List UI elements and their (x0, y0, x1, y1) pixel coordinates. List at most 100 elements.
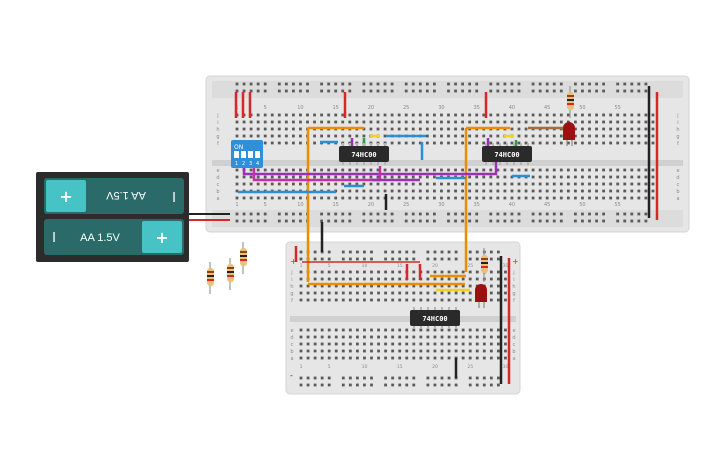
terminal-hole[interactable] (270, 182, 274, 186)
terminal-hole[interactable] (440, 120, 443, 124)
terminal-hole[interactable] (405, 298, 409, 302)
terminal-hole[interactable] (651, 127, 655, 131)
terminal-hole[interactable] (334, 291, 338, 295)
rail-hole[interactable] (496, 219, 500, 223)
terminal-hole[interactable] (504, 291, 507, 295)
terminal-hole[interactable] (362, 175, 366, 179)
terminal-hole[interactable] (433, 328, 437, 332)
terminal-hole[interactable] (602, 141, 605, 145)
terminal-hole[interactable] (249, 168, 253, 172)
terminal-hole[interactable] (363, 298, 366, 302)
terminal-hole[interactable] (418, 182, 422, 186)
terminal-hole[interactable] (595, 189, 598, 193)
terminal-hole[interactable] (341, 120, 345, 124)
terminal-hole[interactable] (405, 284, 409, 288)
terminal-hole[interactable] (412, 335, 416, 339)
terminal-hole[interactable] (320, 335, 324, 339)
rail-hole[interactable] (390, 212, 394, 216)
terminal-hole[interactable] (433, 277, 437, 281)
rail-hole[interactable] (411, 82, 415, 86)
rail-hole[interactable] (376, 82, 380, 86)
terminal-hole[interactable] (531, 182, 535, 186)
terminal-hole[interactable] (397, 175, 401, 179)
terminal-hole[interactable] (566, 196, 570, 200)
rail-hole[interactable] (412, 376, 416, 380)
terminal-hole[interactable] (356, 335, 359, 339)
rail-hole[interactable] (411, 212, 415, 216)
terminal-hole[interactable] (588, 141, 591, 145)
rail-hole[interactable] (595, 212, 598, 216)
rail-hole[interactable] (284, 212, 288, 216)
terminal-hole[interactable] (320, 120, 323, 124)
terminal-hole[interactable] (517, 196, 521, 200)
terminal-hole[interactable] (398, 270, 402, 274)
terminal-hole[interactable] (377, 356, 380, 360)
terminal-hole[interactable] (313, 120, 316, 124)
terminal-hole[interactable] (327, 335, 331, 339)
terminal-hole[interactable] (383, 182, 387, 186)
terminal-hole[interactable] (299, 270, 303, 274)
terminal-hole[interactable] (630, 134, 634, 138)
terminal-hole[interactable] (482, 328, 486, 332)
terminal-hole[interactable] (595, 168, 598, 172)
rail-hole[interactable] (574, 82, 577, 86)
terminal-hole[interactable] (391, 356, 395, 360)
terminal-hole[interactable] (559, 134, 563, 138)
terminal-hole[interactable] (440, 298, 444, 302)
rail-hole[interactable] (327, 219, 331, 223)
terminal-hole[interactable] (306, 284, 310, 288)
terminal-hole[interactable] (433, 196, 436, 200)
rail-hole[interactable] (581, 212, 584, 216)
terminal-hole[interactable] (644, 113, 648, 117)
rail-hole[interactable] (574, 212, 577, 216)
terminal-hole[interactable] (425, 141, 429, 145)
terminal-hole[interactable] (334, 277, 338, 281)
resistor-1[interactable] (567, 86, 574, 118)
rail-hole[interactable] (489, 257, 493, 261)
terminal-hole[interactable] (524, 189, 528, 193)
rail-hole[interactable] (497, 376, 500, 380)
terminal-hole[interactable] (504, 328, 507, 332)
terminal-hole[interactable] (348, 335, 352, 339)
terminal-hole[interactable] (595, 113, 598, 117)
terminal-hole[interactable] (454, 277, 458, 281)
rail-hole[interactable] (496, 89, 500, 93)
rail-hole[interactable] (447, 257, 451, 261)
terminal-hole[interactable] (517, 113, 521, 117)
rail-hole[interactable] (538, 89, 542, 93)
terminal-hole[interactable] (299, 120, 302, 124)
rail-hole[interactable] (630, 82, 634, 86)
terminal-hole[interactable] (384, 298, 387, 302)
terminal-hole[interactable] (602, 113, 605, 117)
terminal-hole[interactable] (327, 168, 331, 172)
terminal-hole[interactable] (270, 168, 274, 172)
terminal-hole[interactable] (320, 356, 324, 360)
rail-hole[interactable] (390, 219, 394, 223)
terminal-hole[interactable] (623, 196, 627, 200)
terminal-hole[interactable] (447, 284, 451, 288)
terminal-hole[interactable] (235, 189, 239, 193)
terminal-hole[interactable] (623, 141, 627, 145)
terminal-hole[interactable] (440, 335, 444, 339)
rail-hole[interactable] (363, 376, 366, 380)
terminal-hole[interactable] (454, 141, 457, 145)
rail-hole[interactable] (256, 212, 260, 216)
terminal-hole[interactable] (440, 277, 444, 281)
rail-hole[interactable] (376, 219, 380, 223)
terminal-hole[interactable] (348, 270, 352, 274)
terminal-hole[interactable] (559, 120, 563, 124)
rail-hole[interactable] (574, 89, 577, 93)
terminal-hole[interactable] (545, 134, 549, 138)
terminal-hole[interactable] (320, 349, 324, 353)
terminal-hole[interactable] (616, 196, 620, 200)
terminal-hole[interactable] (370, 335, 373, 339)
rail-hole[interactable] (299, 376, 303, 380)
terminal-hole[interactable] (419, 298, 423, 302)
terminal-hole[interactable] (517, 189, 521, 193)
terminal-hole[interactable] (299, 134, 302, 138)
terminal-hole[interactable] (595, 182, 598, 186)
dip-toggle-1[interactable] (234, 151, 239, 158)
rail-hole[interactable] (348, 219, 352, 223)
rail-hole[interactable] (468, 219, 472, 223)
terminal-hole[interactable] (418, 196, 422, 200)
